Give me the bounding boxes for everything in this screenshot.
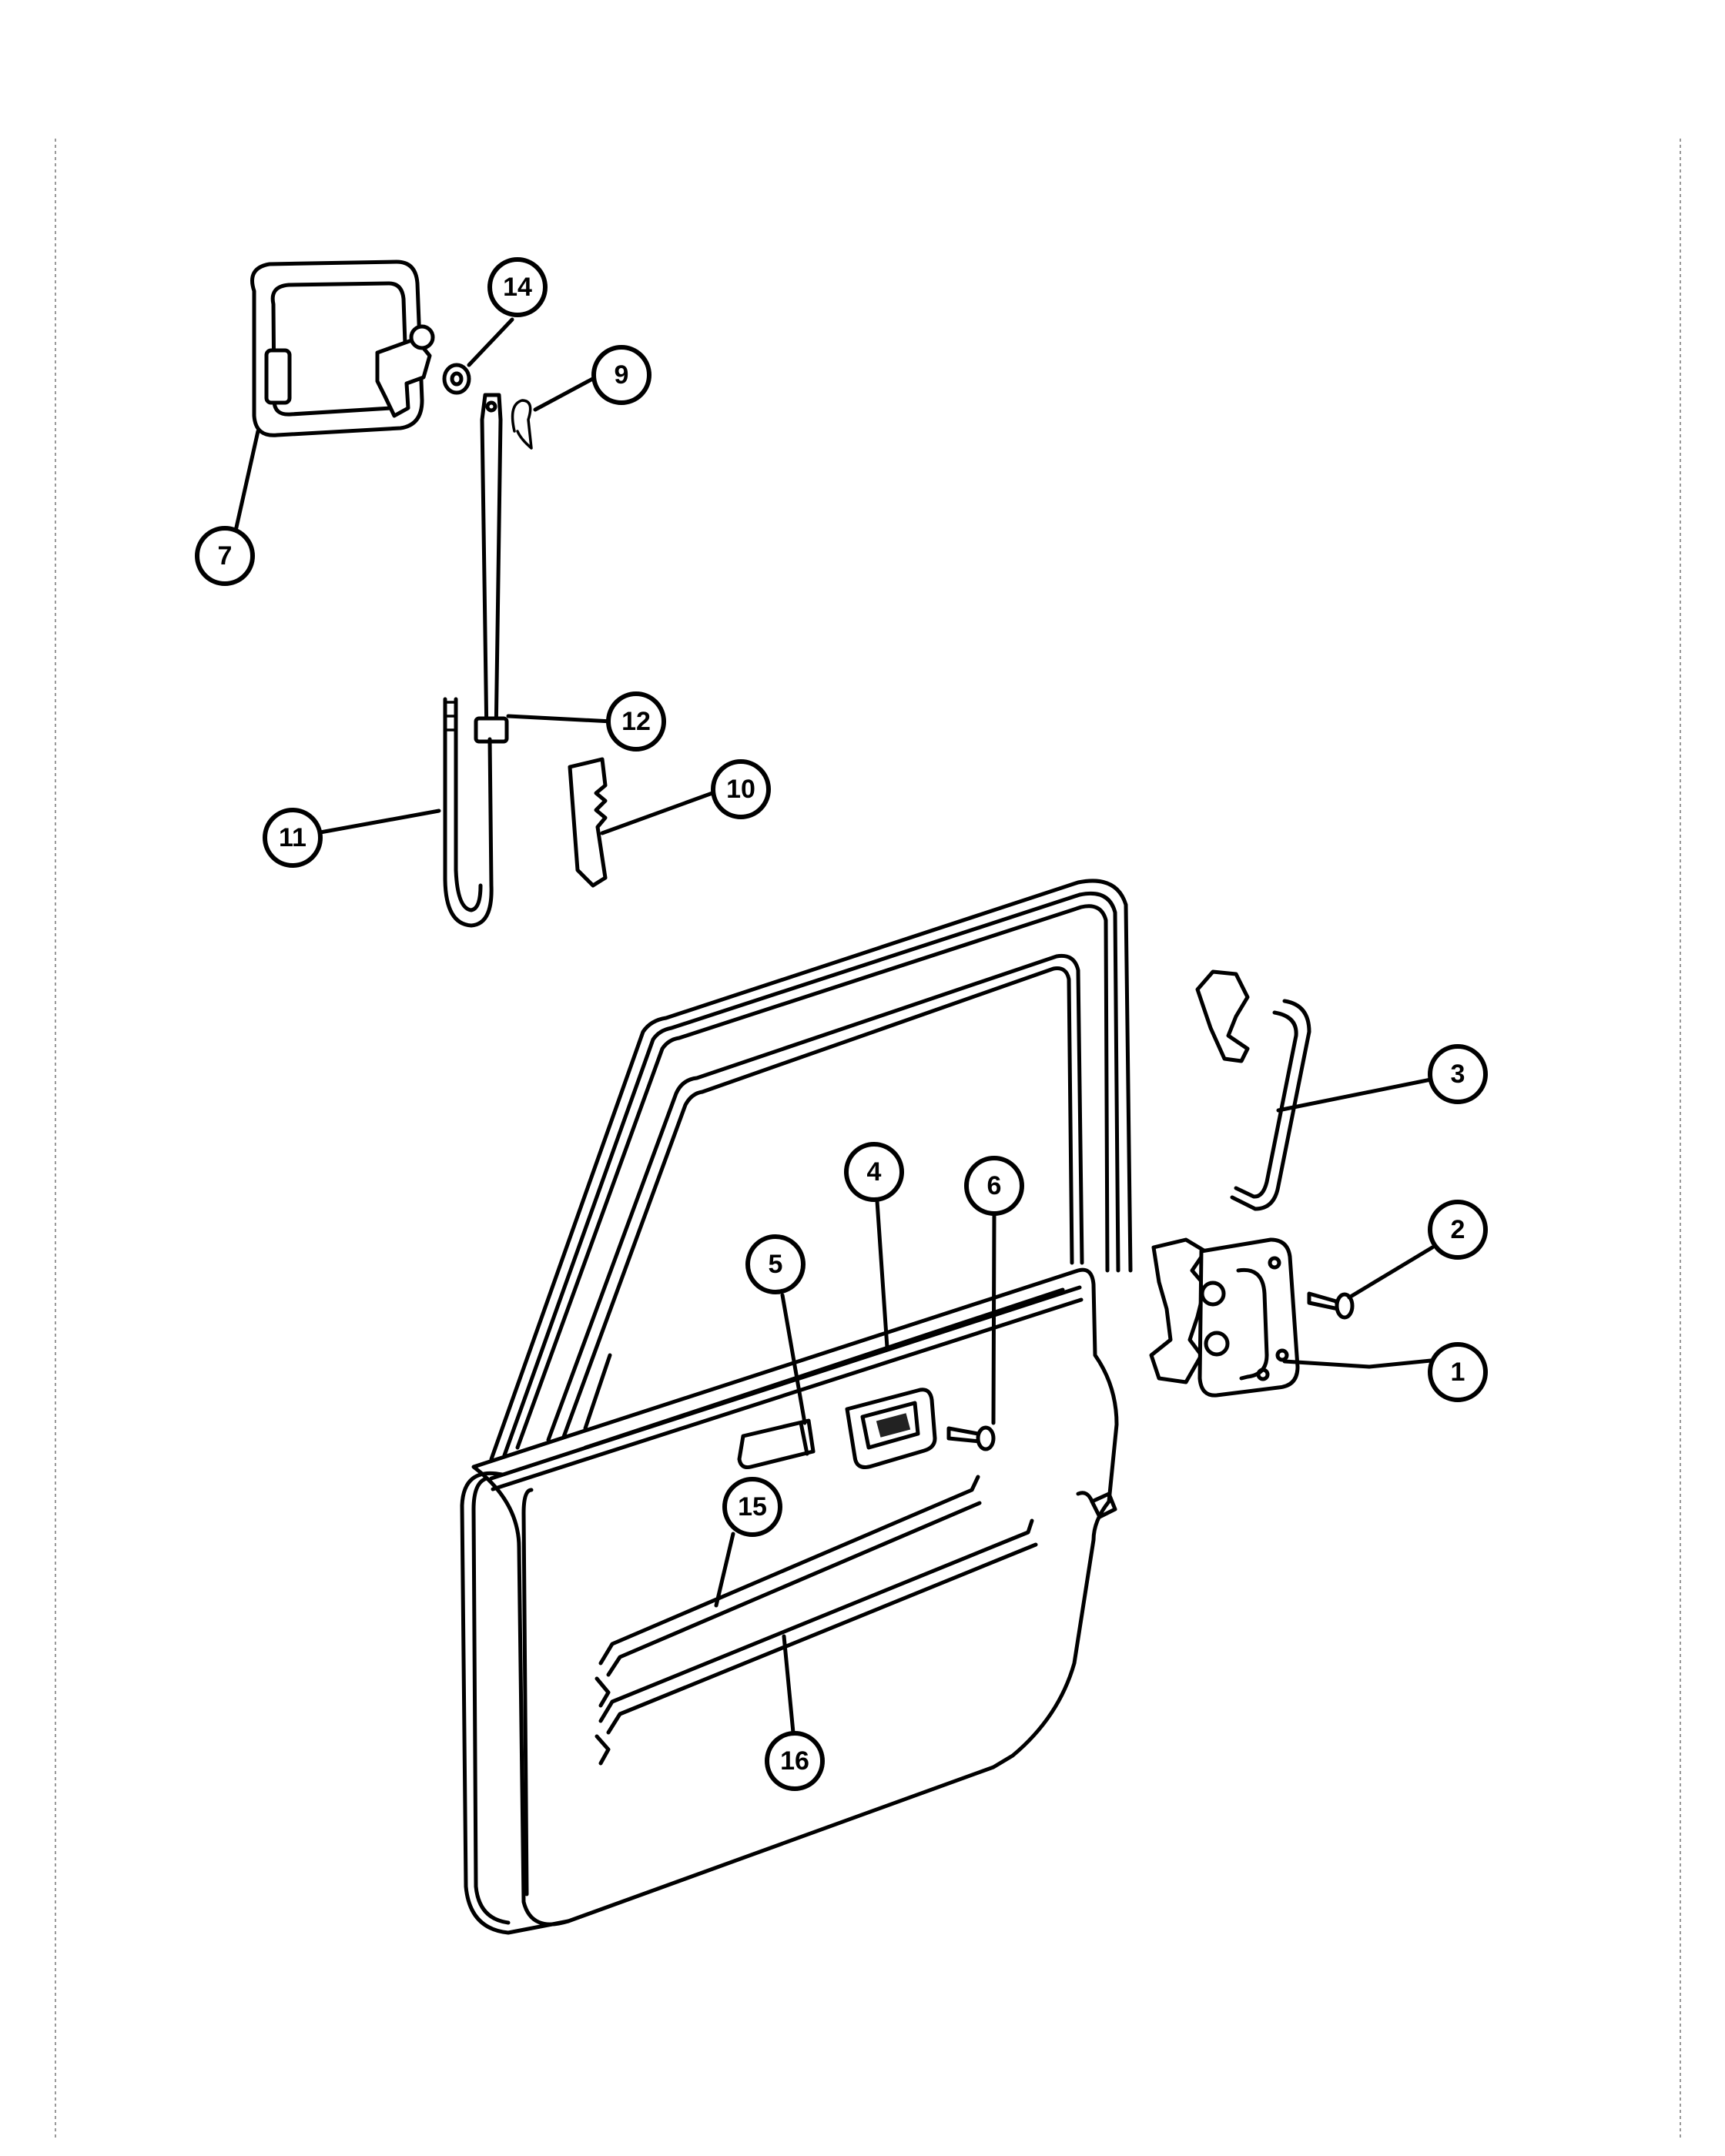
- screw: [946, 1425, 996, 1451]
- callout-15: 15: [722, 1477, 782, 1537]
- callout-7: 7: [195, 526, 255, 586]
- door: [460, 879, 1133, 1935]
- callout-label-9: 9: [615, 360, 629, 390]
- callout-3: 3: [1428, 1044, 1488, 1104]
- lock-rods: [595, 1475, 1038, 1766]
- callout-label-16: 16: [780, 1746, 809, 1776]
- callout-10: 10: [711, 759, 771, 819]
- leader-lines: [230, 317, 1435, 1735]
- callout-16: 16: [765, 1731, 825, 1791]
- latch-screw: [1307, 1291, 1355, 1320]
- callout-11: 11: [263, 808, 323, 868]
- callout-4: 4: [844, 1142, 904, 1202]
- callout-1: 1: [1428, 1342, 1488, 1402]
- latch-rod-assembly: [1195, 969, 1311, 1211]
- callout-label-1: 1: [1451, 1358, 1465, 1387]
- callout-9: 9: [591, 345, 651, 405]
- callout-label-4: 4: [867, 1157, 882, 1187]
- door-latch: [1149, 1237, 1300, 1398]
- callout-6: 6: [964, 1156, 1024, 1216]
- callout-2: 2: [1428, 1200, 1488, 1260]
- callout-label-15: 15: [738, 1492, 767, 1522]
- callout-5: 5: [745, 1234, 806, 1294]
- lock-bezel: [737, 1418, 816, 1469]
- rod-clip: [568, 757, 608, 888]
- callout-label-3: 3: [1451, 1060, 1465, 1089]
- callout-label-5: 5: [769, 1250, 783, 1279]
- callout-label-6: 6: [987, 1171, 1002, 1200]
- callout-label-11: 11: [279, 823, 306, 852]
- callout-label-14: 14: [503, 273, 532, 302]
- callout-label-10: 10: [726, 775, 755, 804]
- callout-label-7: 7: [218, 541, 233, 571]
- handle-rod: [474, 393, 509, 744]
- callout-label-2: 2: [1451, 1215, 1465, 1244]
- callout-14: 14: [487, 257, 548, 317]
- exterior-door-handle: [250, 259, 435, 437]
- link-rod: [443, 697, 494, 928]
- clip: [511, 399, 533, 450]
- callout-label-12: 12: [621, 707, 651, 736]
- callout-12: 12: [606, 691, 666, 752]
- washer: [442, 363, 471, 395]
- inside-handle-bezel: [845, 1388, 937, 1469]
